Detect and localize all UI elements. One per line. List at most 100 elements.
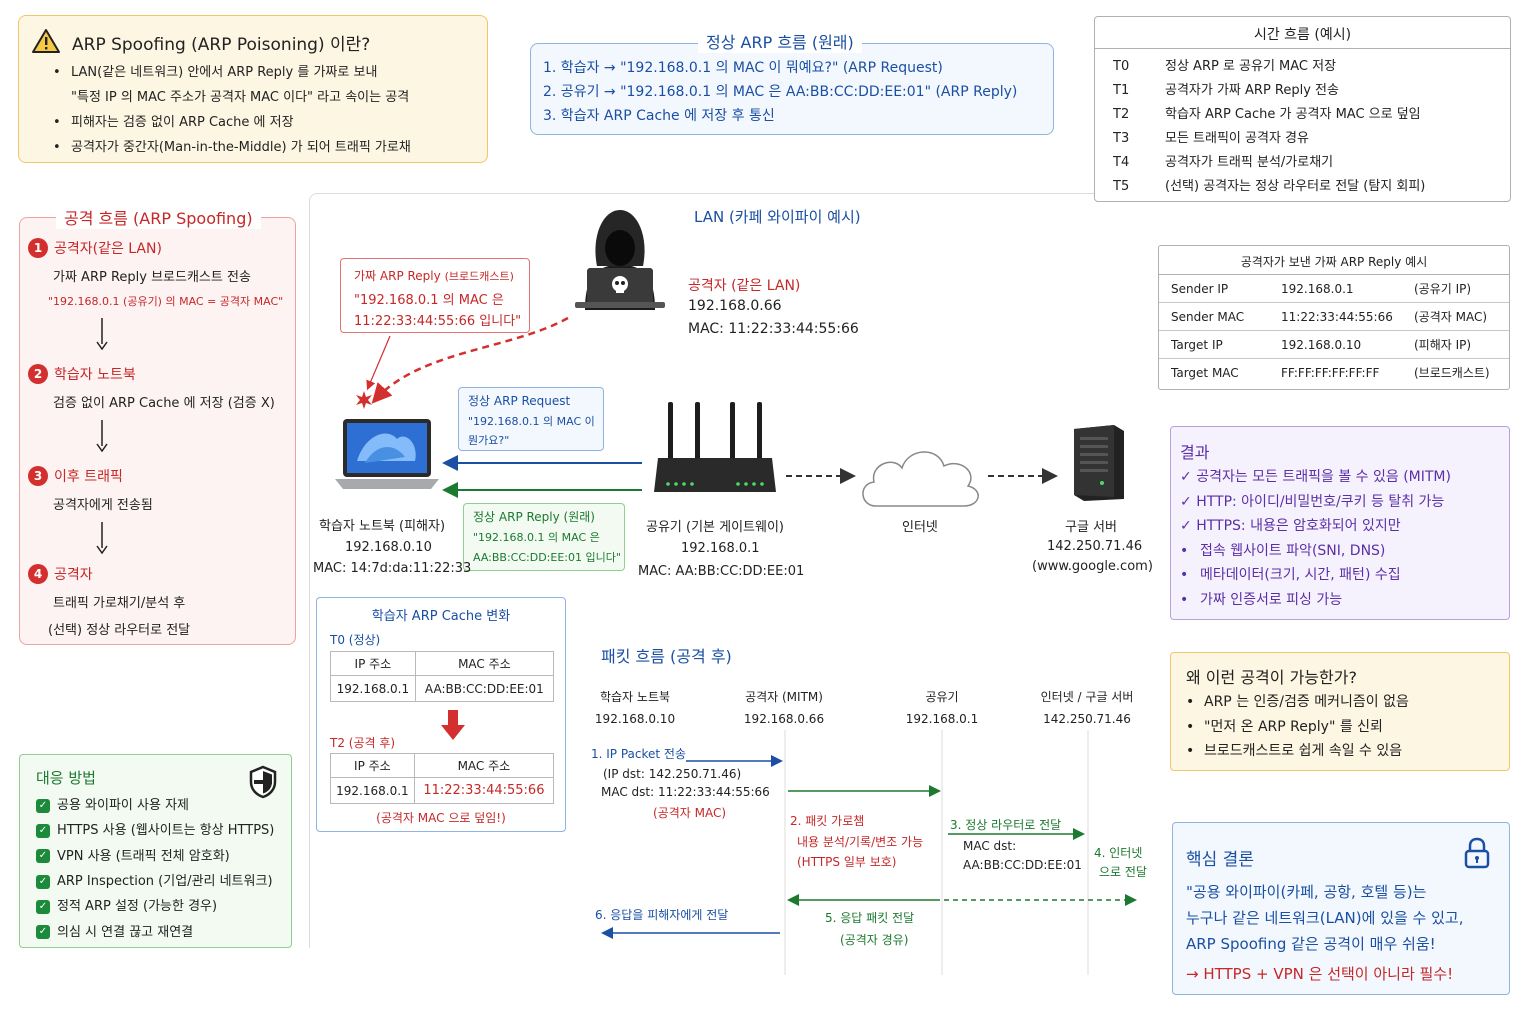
- flow-col-ip: 192.168.0.10: [594, 712, 676, 726]
- checkbox-icon: ✓: [36, 849, 50, 864]
- checkbox-icon: ✓: [36, 925, 50, 940]
- flow-col-ip: 192.168.0.66: [743, 712, 825, 726]
- why-title: 왜 이런 공격이 가능한가?: [1186, 668, 1357, 687]
- flow-step-4-b: 으로 전달: [1099, 865, 1147, 879]
- why-item: 브로드캐스트로 쉽게 속일 수 있음: [1186, 739, 1409, 764]
- field-value: FF:FF:FF:FF:FF:FF: [1281, 366, 1380, 380]
- step-number-badge: 4: [28, 564, 48, 584]
- flow-step-5-b: (공격자 경유): [840, 933, 909, 947]
- result-check: ✓ HTTPS: 내용은 암호화되어 있지만: [1180, 518, 1401, 534]
- timeline-text: 공격자가 가짜 ARP Reply 전송: [1165, 83, 1339, 98]
- hacker-icon: [565, 206, 675, 314]
- timeline-text: 공격자가 트래픽 분석/가로채기: [1165, 155, 1334, 170]
- result-title: 결과: [1180, 443, 1210, 462]
- result-sub: 접속 웹사이트 파악(SNI, DNS): [1180, 539, 1510, 564]
- conclusion-line: "공용 와이파이(카페, 공항, 호텔 등)는: [1186, 883, 1427, 901]
- timeline-time: T2: [1113, 107, 1130, 122]
- flow-col-name: 공격자 (MITM): [745, 690, 823, 704]
- server-ip: 142.250.71.46: [1047, 539, 1143, 554]
- field-note: (공격자 MAC): [1414, 310, 1488, 324]
- timeline-text: 모든 트래픽이 공격자 경유: [1165, 131, 1309, 146]
- step-number-badge: 1: [28, 238, 48, 258]
- field-value: 11:22:33:44:55:66: [1281, 310, 1393, 324]
- what-is-line: "특정 IP 의 MAC 주소가 공격자 MAC 이다" 라고 속이는 공격: [71, 90, 410, 105]
- why-item: "먼저 온 ARP Reply" 를 신뢰: [1186, 715, 1409, 740]
- defense-item-text: VPN 사용 (트래픽 전체 암호화): [57, 848, 230, 864]
- victim-mac: MAC: 14:7d:da:11:22:33: [313, 561, 472, 576]
- conclusion-title: 핵심 결론: [1186, 850, 1254, 870]
- warning-icon: [31, 28, 61, 58]
- timeline-text: 학습자 ARP Cache 가 공격자 MAC 으로 덮임: [1165, 107, 1421, 122]
- field-note: (공유기 IP): [1414, 282, 1472, 296]
- normal-request-callout: [458, 387, 604, 451]
- timeline-time: T4: [1113, 155, 1130, 170]
- normal-request-line1: "192.168.0.1 의 MAC 이: [468, 415, 595, 428]
- normal-request-line2: 뭔가요?": [468, 434, 510, 447]
- flow-step-1-note: (공격자 MAC): [653, 806, 727, 820]
- step-number-badge: 2: [28, 364, 48, 384]
- flow-step-3-val: AA:BB:CC:DD:EE:01: [963, 858, 1082, 872]
- defense-item: ✓ 의심 시 연결 끊고 재연결: [36, 920, 291, 945]
- result-check: ✓ HTTP: 아이디/비밀번호/쿠키 등 탈취 가능: [1180, 493, 1445, 510]
- fake-reply-title: 가짜 ARP Reply: [354, 269, 441, 283]
- field-value: 192.168.0.1: [1281, 282, 1354, 296]
- field-name: Target IP: [1171, 338, 1223, 352]
- flow-step-1: 1. IP Packet 전송: [591, 747, 687, 761]
- defense-item-text: 공용 와이파이 사용 자제: [57, 798, 189, 813]
- down-arrow-icon: [96, 318, 108, 354]
- fake-reply-callout: [340, 258, 530, 333]
- field-name: Target MAC: [1171, 366, 1239, 380]
- cache-note: (공격자 MAC 으로 덮임!): [376, 811, 506, 825]
- defense-title: 대응 방법: [36, 769, 96, 787]
- attack-step-desc: 공격자에게 전송됨: [53, 498, 153, 513]
- attack-step-title: 공격자: [54, 567, 93, 583]
- defense-item: ✓공용 와이파이 사용 자제: [36, 793, 291, 818]
- router-name: 공유기 (기본 게이트웨이): [646, 520, 785, 535]
- down-arrow-icon: [96, 522, 108, 558]
- server-icon: [1068, 423, 1126, 507]
- normal-flow-title: 정상 ARP 흐름 (원래): [698, 29, 862, 53]
- checkbox-icon: ✓: [36, 874, 50, 889]
- checkmark-icon: ✓: [1180, 518, 1197, 534]
- server-host: (www.google.com): [1032, 559, 1153, 574]
- conclusion-line: ARP Spoofing 같은 공격이 매우 쉬움!: [1186, 935, 1436, 953]
- what-is-panel: ARP Spoofing (ARP Poisoning) 이란? LAN(같은 …: [18, 15, 488, 163]
- cache-title: 학습자 ARP Cache 변화: [371, 609, 511, 624]
- flow-col-name: 인터넷 / 구글 서버: [1040, 690, 1134, 704]
- timeline-row: T5(선택) 공격자는 정상 라우터로 전달 (탐지 회피): [1113, 175, 1503, 199]
- defense-item-text: 의심 시 연결 끊고 재연결: [57, 924, 194, 940]
- fake-reply-table-row: Target MAC FF:FF:FF:FF:FF:FF (브로드캐스트): [1159, 359, 1509, 387]
- result-sub: 메타데이터(크기, 시간, 패턴) 수집: [1180, 563, 1510, 588]
- step-number-badge: 3: [28, 466, 48, 486]
- attack-flow-title: 공격 흐름 (ARP Spoofing): [56, 205, 261, 229]
- checkbox-icon: ✓: [36, 823, 50, 838]
- attacker-ip: 192.168.0.66: [688, 298, 782, 314]
- router-ip: 192.168.0.1: [681, 541, 760, 556]
- attack-step-title: 학습자 노트북: [54, 367, 136, 383]
- field-note: (브로드캐스트): [1414, 366, 1490, 380]
- normal-reply-line1: "192.168.0.1 의 MAC 은: [473, 531, 600, 544]
- timeline-text: 정상 ARP 로 공유기 MAC 저장: [1165, 59, 1337, 74]
- normal-flow-step: 3. 학습자 ARP Cache 에 저장 후 통신: [543, 108, 775, 124]
- flow-step-3: 3. 정상 라우터로 전달: [950, 818, 1062, 832]
- internet-name: 인터넷: [902, 520, 938, 535]
- result-panel: 결과 ✓ 공격자는 모든 트래픽을 볼 수 있음 (MITM) ✓ HTTP: …: [1170, 426, 1510, 620]
- flow-step-5: 5. 응답 패킷 전달: [825, 911, 915, 925]
- checkbox-icon: ✓: [36, 899, 50, 914]
- result-sub: 가짜 인증서로 피싱 가능: [1180, 588, 1510, 613]
- conclusion-line: 누구나 같은 네트워크(LAN)에 있을 수 있고,: [1186, 909, 1464, 927]
- server-name: 구글 서버: [1065, 520, 1117, 535]
- attack-step-note: "192.168.0.1 (공유기) 의 MAC = 공격자 MAC": [48, 295, 284, 308]
